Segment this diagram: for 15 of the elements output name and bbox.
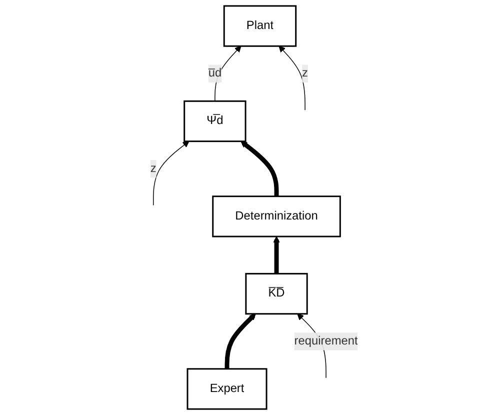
node-box: Determinization: [212, 196, 341, 238]
arrow: [153, 141, 190, 206]
arrow: [278, 46, 306, 110]
edge-label: u̅d: [208, 66, 222, 80]
edge-label: z: [302, 66, 308, 80]
arrow: [240, 141, 279, 196]
arrow: [214, 46, 242, 102]
node-box: Plant: [223, 5, 297, 47]
arrow: [224, 314, 256, 369]
edge-label: requirement: [294, 334, 358, 348]
node-box: Expert: [186, 368, 268, 410]
node-box: Ψ̅d: [184, 100, 246, 142]
arrow: [273, 236, 280, 274]
node-box: K̅D̅: [245, 272, 308, 315]
edge-label: z: [150, 162, 156, 175]
